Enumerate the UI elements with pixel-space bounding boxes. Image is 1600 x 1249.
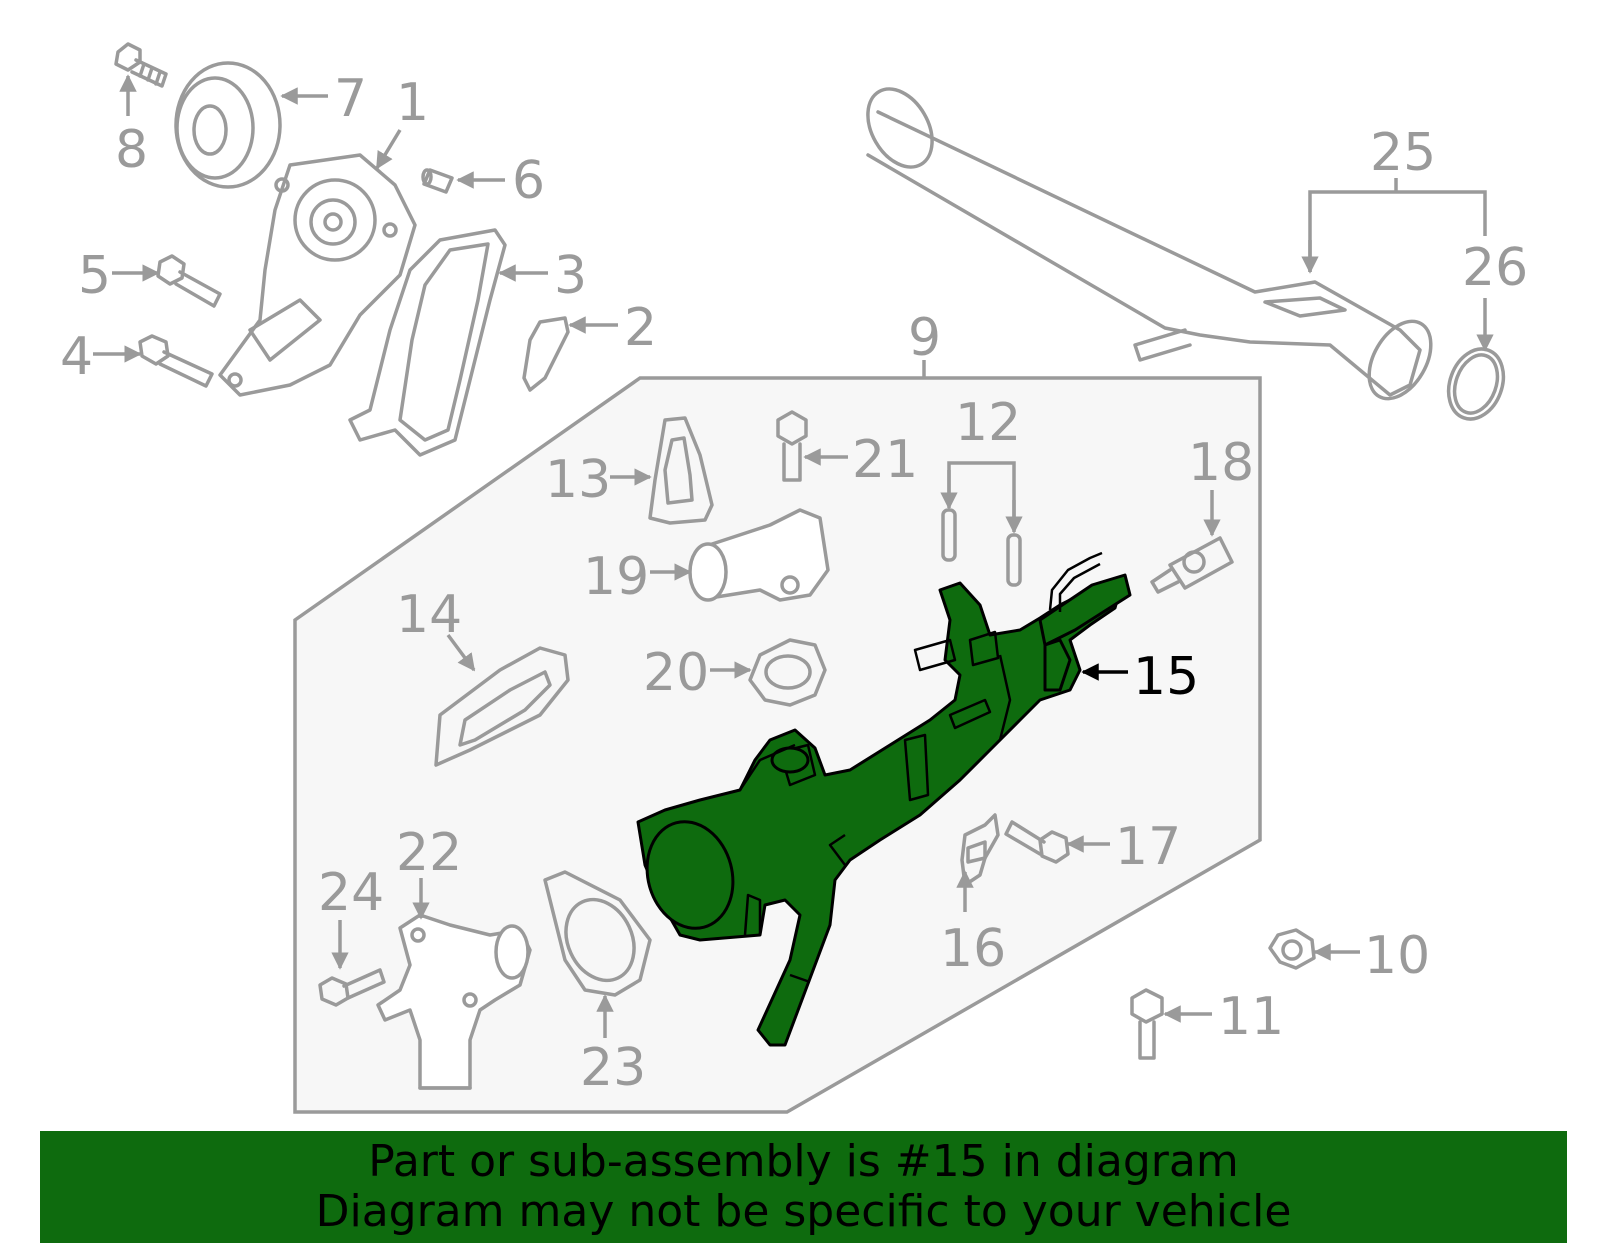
- callout-19: 19: [583, 547, 649, 607]
- callout-22: 22: [396, 823, 462, 883]
- part-10-nut: [1268, 928, 1316, 970]
- callout-14: 14: [396, 585, 462, 645]
- callout-10: 10: [1364, 926, 1430, 986]
- callout-26: 26: [1462, 238, 1528, 298]
- part-14-gasket: [434, 646, 570, 767]
- callout-23: 23: [580, 1038, 646, 1098]
- part-22-thermostat-housing: [376, 913, 532, 1090]
- part-26-o-ring: [1446, 347, 1506, 421]
- callout-15: 15: [1133, 647, 1199, 707]
- part-15-water-outlet: [636, 551, 1132, 1047]
- part-19-elbow: [688, 508, 830, 602]
- part-24-bolt: [318, 968, 386, 1007]
- part-2-seal: [522, 316, 570, 392]
- callout-21: 21: [852, 430, 918, 490]
- part-16-bracket: [960, 813, 1000, 887]
- part-1-water-pump: [218, 153, 417, 397]
- callout-1: 1: [396, 73, 429, 133]
- info-banner: Part or sub-assembly is #15 in diagram D…: [40, 1131, 1567, 1243]
- callout-5: 5: [78, 246, 111, 306]
- part-17-bolt: [1004, 820, 1070, 864]
- part-13-gasket: [648, 416, 714, 525]
- callout-9: 9: [908, 308, 941, 368]
- callout-17: 17: [1115, 817, 1181, 877]
- part-21-bolt: [776, 410, 808, 482]
- leader-arrows: [93, 74, 1494, 1038]
- part-8-bolt: [114, 42, 168, 88]
- part-25-pipe: [866, 87, 1433, 401]
- part-11-bolt: [1130, 988, 1164, 1060]
- callout-13: 13: [545, 450, 611, 510]
- callout-24: 24: [318, 863, 384, 923]
- banner-line-1: Part or sub-assembly is #15 in diagram: [368, 1136, 1239, 1187]
- part-12-pins: [941, 508, 1022, 587]
- callout-20: 20: [643, 643, 709, 703]
- callout-3: 3: [554, 246, 587, 306]
- callout-11: 11: [1218, 987, 1284, 1047]
- callout-16: 16: [940, 919, 1006, 979]
- part-3-gasket: [348, 228, 507, 457]
- part-5-bolt: [156, 254, 222, 308]
- callout-4: 4: [60, 327, 93, 387]
- part-4-bolt: [138, 334, 214, 388]
- bracket-25: [1308, 190, 1487, 272]
- callout-12: 12: [955, 393, 1021, 453]
- part-6-dowel: [421, 168, 454, 194]
- part-18-sensor: [1150, 536, 1234, 594]
- callout-6: 6: [512, 151, 545, 211]
- callout-8: 8: [115, 120, 148, 180]
- part-23-gasket: [543, 870, 652, 997]
- part-7-pulley: [174, 61, 282, 189]
- callout-25: 25: [1370, 123, 1436, 183]
- callout-7: 7: [334, 69, 367, 129]
- part-20-gasket: [748, 638, 827, 707]
- callout-2: 2: [624, 298, 657, 358]
- callout-18: 18: [1188, 433, 1254, 493]
- banner-line-2: Diagram may not be specific to your vehi…: [315, 1186, 1292, 1237]
